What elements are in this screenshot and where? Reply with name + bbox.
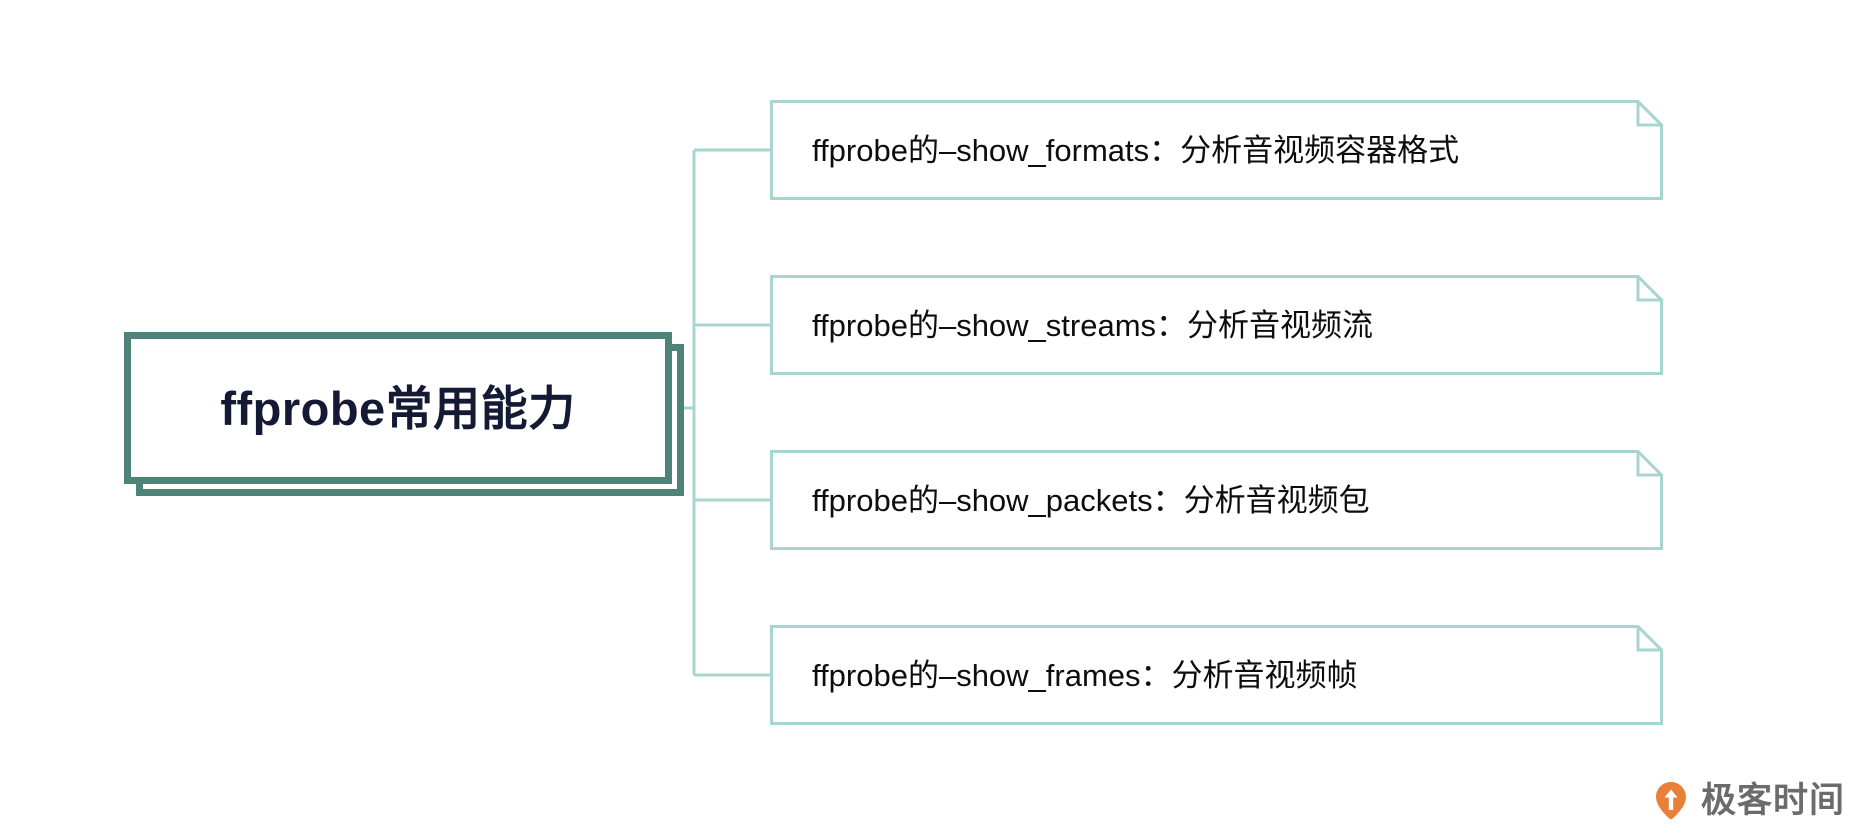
child-node-3-shape	[770, 450, 1663, 550]
child-node-2-label: ffprobe的–show_streams：分析音视频流	[812, 307, 1374, 343]
child-node-1-label: ffprobe的–show_formats：分析音视频容器格式	[812, 132, 1460, 168]
root-node[interactable]: ffprobe常用能力	[124, 332, 684, 496]
child-node-4-shape	[770, 625, 1663, 725]
child-node-3-label: ffprobe的–show_packets：分析音视频包	[812, 482, 1370, 518]
child-node-4[interactable]: ffprobe的–show_frames：分析音视频帧	[770, 625, 1663, 725]
brand-name: 极客时间	[1700, 780, 1845, 820]
root-node-box[interactable]: ffprobe常用能力	[124, 332, 672, 484]
child-node-1[interactable]: ffprobe的–show_formats：分析音视频容器格式	[770, 100, 1663, 200]
root-node-label: ffprobe常用能力	[220, 381, 576, 435]
child-node-4-label: ffprobe的–show_frames：分析音视频帧	[812, 657, 1358, 693]
child-node-3[interactable]: ffprobe的–show_packets：分析音视频包	[770, 450, 1663, 550]
child-node-2-shape	[770, 275, 1663, 375]
child-node-1-shape	[770, 100, 1663, 200]
brand-watermark: 极客时间	[1650, 779, 1845, 821]
child-node-2[interactable]: ffprobe的–show_streams：分析音视频流	[770, 275, 1663, 375]
location-pin-icon	[1655, 782, 1686, 820]
